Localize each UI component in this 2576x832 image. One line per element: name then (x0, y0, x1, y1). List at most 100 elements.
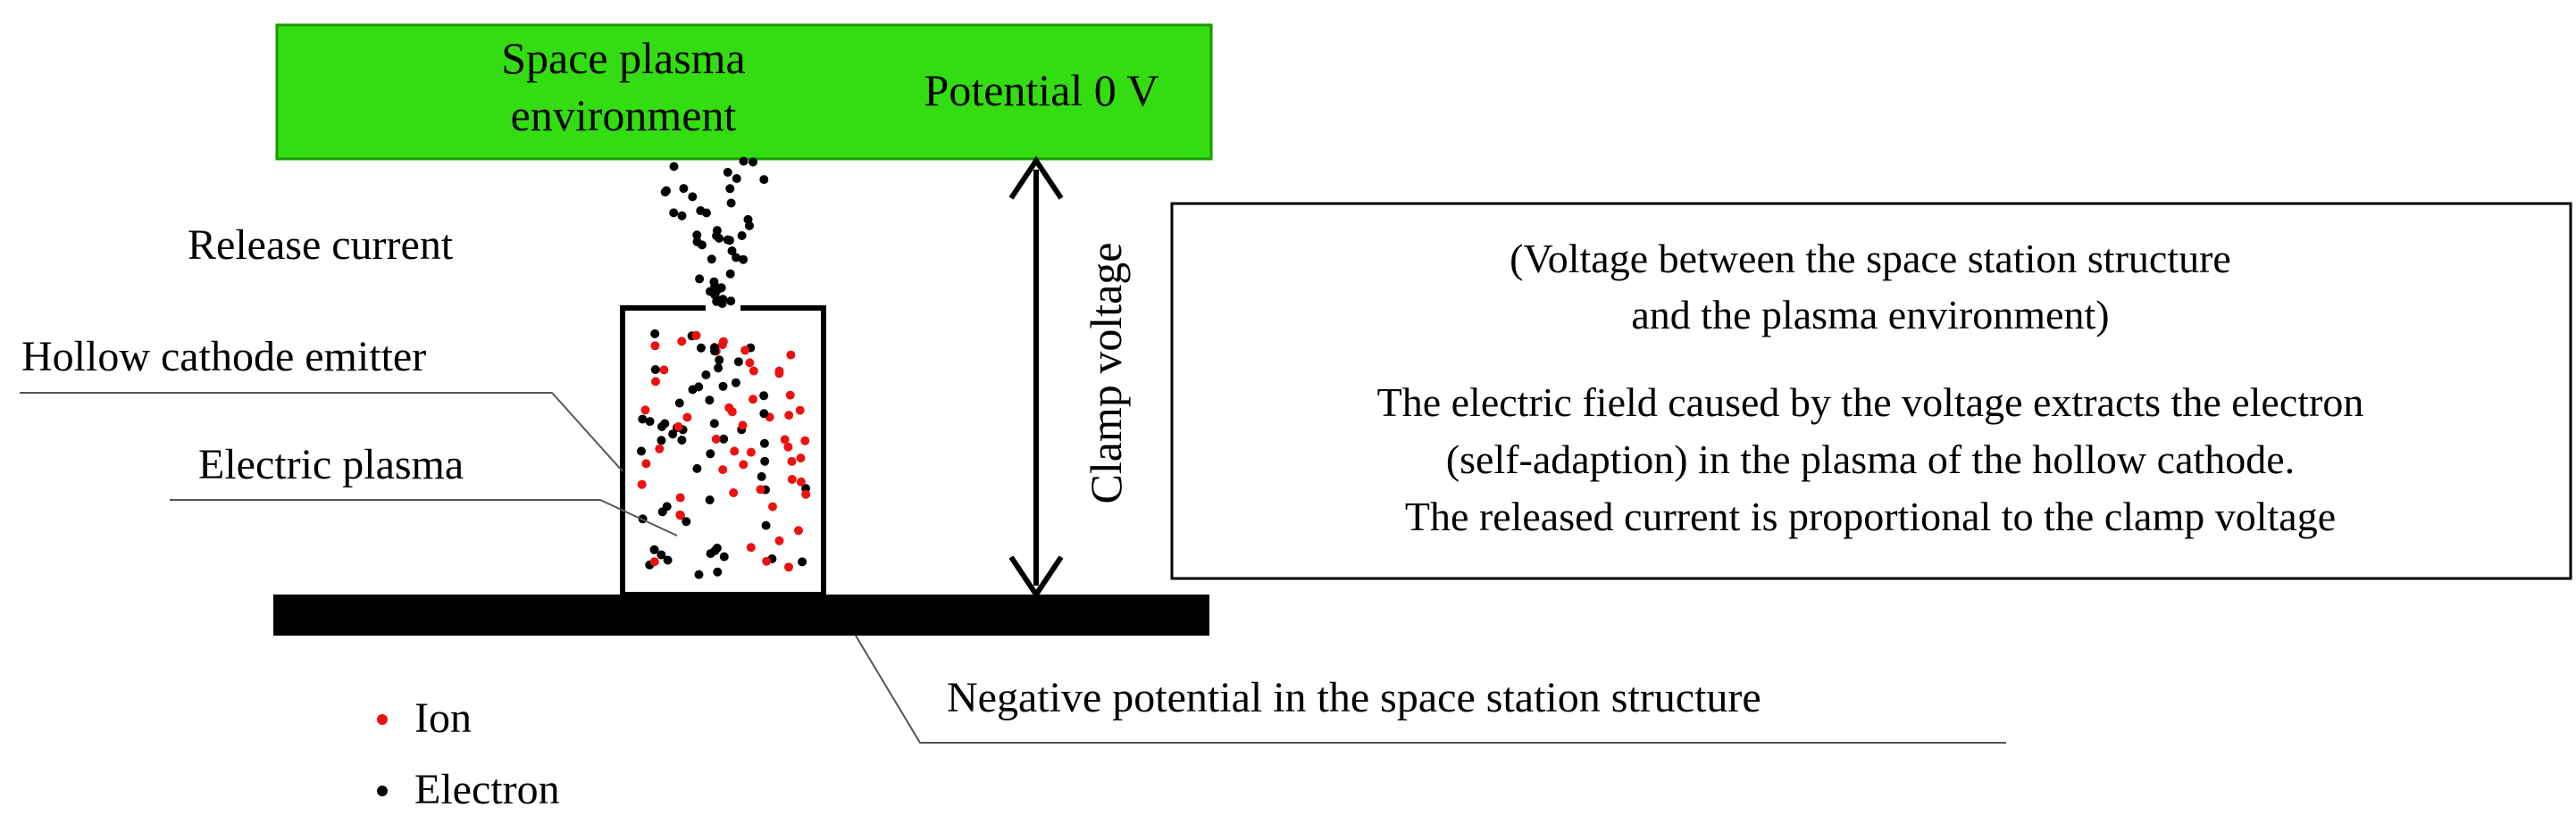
explanation-line3: The electric field caused by the voltage… (1377, 379, 2364, 425)
legend-ion-marker (377, 714, 388, 725)
electron-particle (669, 208, 679, 218)
electron-particle (732, 253, 741, 262)
potential-label: Potential 0 V (924, 65, 1159, 115)
ion-particle (691, 330, 701, 340)
electron-particle (759, 391, 769, 401)
electron-particle (719, 434, 729, 444)
ion-particle (739, 460, 749, 470)
electron-particle (713, 567, 723, 577)
ion-particle (675, 493, 685, 503)
ion-particle (738, 420, 748, 430)
hollow-cathode-emitter-leader (20, 392, 623, 472)
electron-particle (692, 230, 702, 240)
ion-particle (730, 446, 740, 456)
electron-particle (739, 156, 749, 166)
electron-particle (761, 520, 771, 530)
electron-particle (759, 409, 769, 419)
ion-particle (640, 405, 650, 415)
electron-particle (677, 436, 687, 445)
ion-particle (756, 485, 765, 495)
ion-particle (740, 345, 750, 355)
electron-particle (645, 417, 655, 427)
ion-particle (800, 436, 810, 445)
electron-particle (638, 414, 648, 424)
electron-particle (715, 284, 725, 293)
electron-particle (798, 557, 807, 567)
electron-particle (709, 343, 719, 353)
ion-particle (746, 447, 756, 457)
electron-particle (725, 269, 735, 279)
electron-particle (698, 240, 707, 250)
ion-particle (655, 444, 665, 453)
ion-particle (795, 405, 805, 415)
electron-particle (725, 236, 734, 245)
ion-particle (784, 411, 794, 420)
electron-particle (701, 208, 711, 218)
electron-particle (725, 184, 735, 194)
electron-particle (749, 157, 757, 167)
ion-particle (673, 422, 683, 431)
hollow-cathode-emitter-box (620, 305, 826, 597)
ion-particle (786, 350, 796, 360)
electron-particle (739, 254, 749, 264)
electron-particle (662, 186, 671, 196)
ion-particle (785, 390, 795, 400)
clamp-voltage-arrow (1008, 155, 1064, 600)
legend: Ion Electron (377, 695, 560, 813)
ion-particle (801, 489, 811, 499)
legend-electron-marker (377, 786, 388, 796)
ion-particle (711, 434, 721, 444)
electron-particle (733, 357, 743, 367)
space-station-structure-bar (273, 595, 1209, 636)
ion-particle (745, 358, 755, 368)
electron-particle (757, 471, 766, 481)
electron-particle (696, 343, 706, 353)
electron-particle (726, 198, 736, 208)
electron-particle (719, 552, 729, 562)
ion-particle (724, 403, 734, 412)
ion-particle (649, 557, 659, 567)
ion-particle (784, 562, 793, 572)
electron-particle (679, 184, 689, 194)
ion-particle (675, 510, 685, 520)
release-current-label: Release current (188, 221, 454, 269)
electric-plasma-leader (170, 499, 678, 537)
electron-particle (705, 495, 715, 504)
electron-particle (718, 381, 728, 391)
electron-particle (657, 436, 666, 445)
electron-particle (723, 168, 732, 177)
ion-particle (783, 442, 793, 452)
ion-particle (768, 502, 777, 512)
electron-particle (705, 395, 715, 405)
explanation-line5: The released current is proportional to … (1405, 494, 2336, 539)
electron-particle (674, 398, 684, 408)
ion-particle (677, 337, 687, 346)
ion-particle (774, 536, 784, 545)
electron-particle (760, 456, 770, 466)
ion-particle (780, 435, 790, 445)
electron-particle (706, 449, 715, 459)
ion-particle (718, 465, 728, 475)
electron-particle (732, 174, 741, 183)
electron-particle (715, 233, 724, 243)
ion-particle (682, 412, 692, 422)
electron-particle (637, 446, 646, 456)
electron-particle (669, 162, 679, 171)
environment-label-line2: environment (511, 90, 737, 140)
electron-particle (714, 363, 723, 373)
electron-particle (695, 274, 705, 284)
ion-particle (729, 488, 739, 497)
electron-particle (650, 365, 660, 374)
ion-particle (659, 365, 669, 375)
ion-particle (717, 340, 727, 350)
ion-particle (762, 556, 772, 566)
explanation-line1: (Voltage between the space station struc… (1510, 236, 2231, 281)
electron-particle (715, 355, 724, 365)
ion-particle (794, 526, 803, 536)
particle-group (637, 156, 811, 579)
electron-particle (650, 329, 660, 338)
electron-particle (692, 463, 702, 473)
ion-particle (651, 377, 660, 387)
electron-particle (707, 254, 716, 264)
